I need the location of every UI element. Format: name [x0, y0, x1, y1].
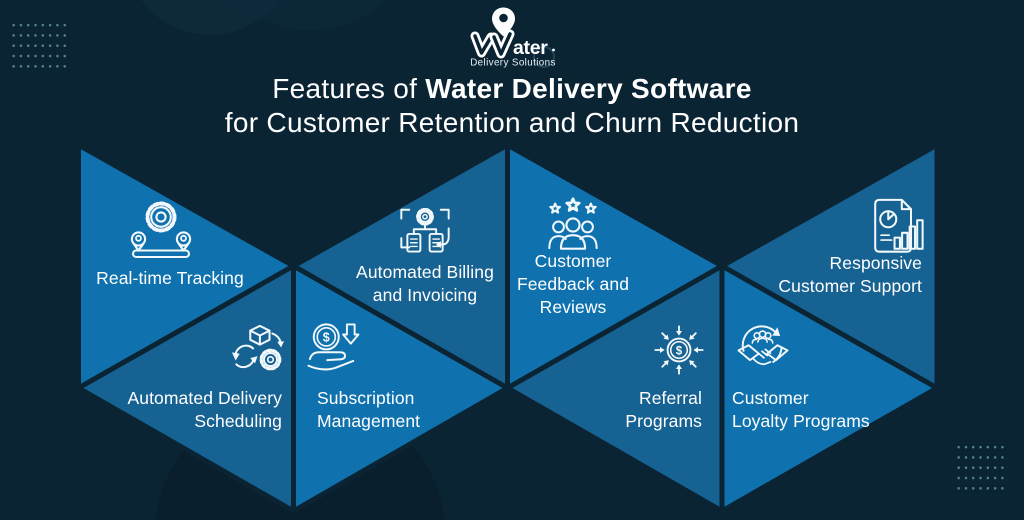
customer-stars-feedback-icon — [548, 197, 598, 250]
logo: ater Delivery Solutions — [447, 4, 577, 68]
gear-location-pins-icon — [130, 201, 192, 259]
dot-grid-icon — [955, 442, 1005, 490]
coin-in-hand-icon: $ — [307, 323, 360, 371]
registered-mark-dot — [552, 48, 555, 52]
title-highlight: Water Delivery Software — [425, 73, 752, 104]
svg-text:$: $ — [323, 331, 330, 345]
feature-label: Real-time Tracking — [96, 268, 244, 288]
package-cycle-gear-icon — [231, 324, 284, 371]
triangle-loyalty-programs — [719, 263, 940, 514]
logo-wordmark: ater — [513, 37, 548, 59]
referral-money-network-icon: $ — [654, 325, 704, 375]
title-line-2: for Customer Retention and Churn Reducti… — [224, 107, 800, 138]
logo-ring-accent — [533, 46, 555, 68]
circle-accent-top-left-2 — [232, 0, 388, 30]
title-line-1: Features of Water Delivery Software — [272, 73, 752, 104]
water-drop-pin-icon — [470, 7, 515, 59]
logo-tagline: Delivery Solutions — [470, 58, 556, 69]
report-analytics-icon — [874, 198, 924, 253]
billing-invoice-workflow-icon — [400, 207, 450, 253]
svg-text:$: $ — [676, 344, 683, 357]
handshake-loyalty-icon — [737, 325, 789, 366]
dot-grid-icon — [10, 20, 67, 68]
page-title: Features of Water Delivery Software for … — [0, 72, 1024, 140]
